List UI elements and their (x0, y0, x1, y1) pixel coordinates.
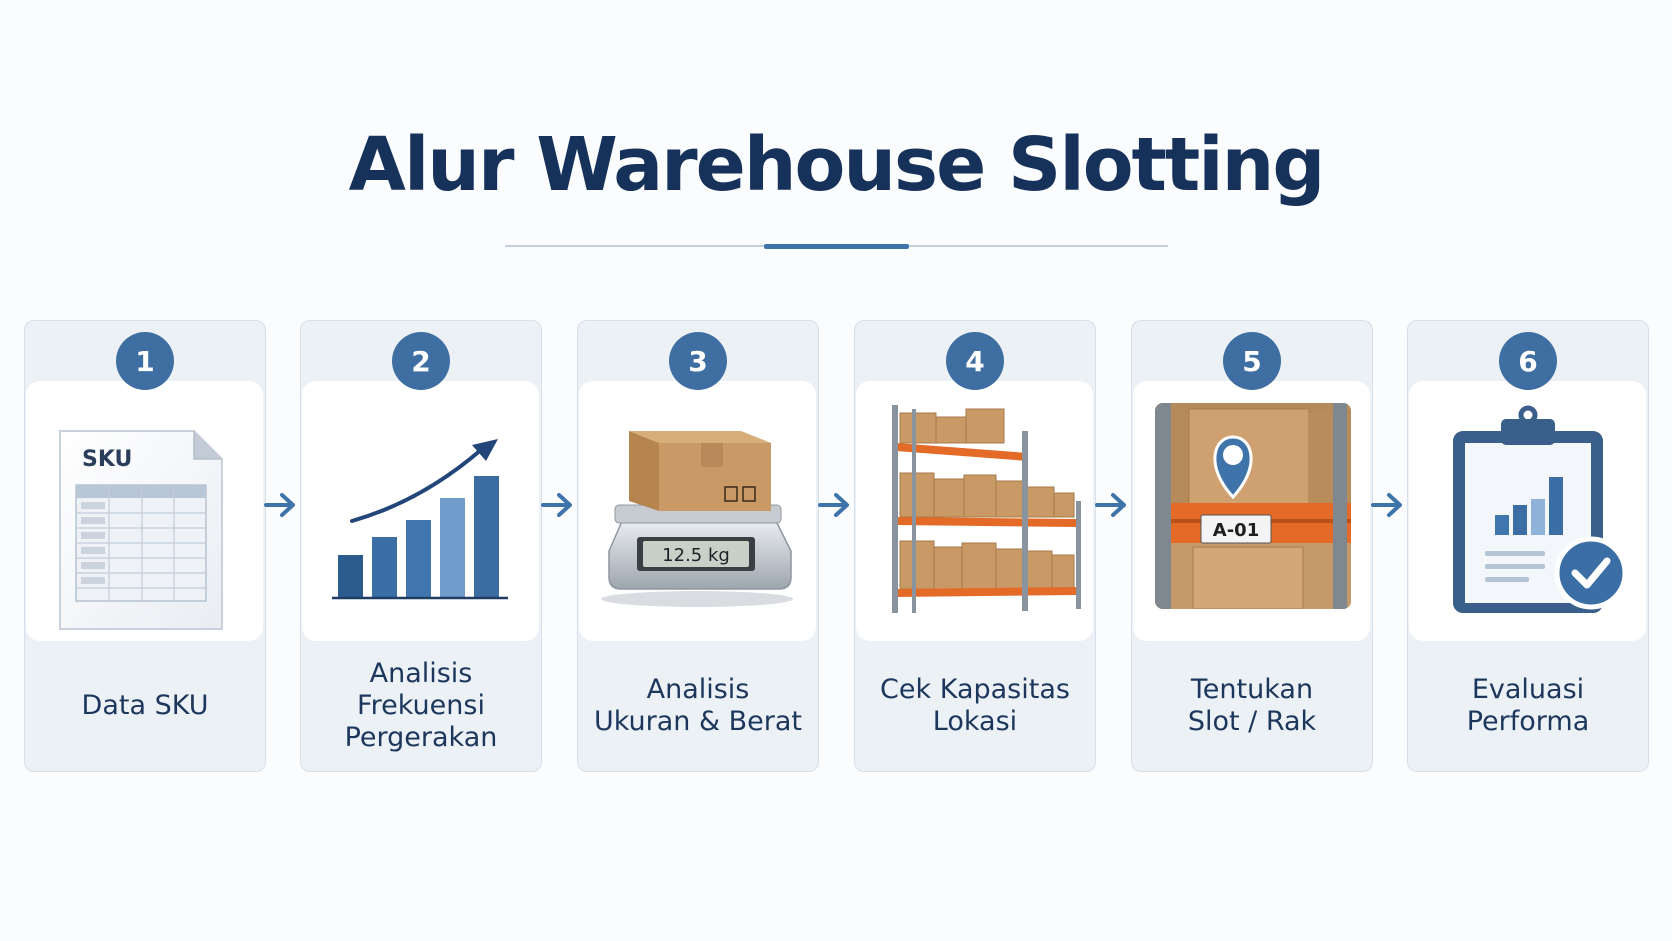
step-2-card: 2 Analisis Frekuensi Pergerakan (300, 320, 542, 772)
step-4-number-badge: 4 (946, 332, 1004, 390)
step-6-card: 6 Evaluasi Performa (1407, 320, 1649, 772)
step-4-label: Cek Kapasitas Lokasi (880, 674, 1070, 737)
step-5-number-badge: 5 (1223, 332, 1281, 390)
box-on-scale-icon: 12.5 kg (601, 431, 793, 607)
step-2-label: Analisis Frekuensi Pergerakan (344, 658, 498, 753)
step-1-label: Data SKU (81, 690, 209, 721)
growth-bar-chart-icon (332, 439, 508, 600)
step-6-label: Evaluasi Performa (1466, 674, 1590, 737)
step-3-number-badge: 3 (669, 332, 727, 390)
rack-slot-location-icon: A-01 (1155, 403, 1351, 609)
arrow-right-icon (1371, 493, 1402, 517)
step-4-card: 4 Cek Kapasitas Lokasi (854, 320, 1096, 772)
step-6-number-badge: 6 (1499, 332, 1557, 390)
clipboard-check-icon (1453, 405, 1628, 613)
arrow-right-icon (818, 493, 849, 517)
step-1-card: 1 SKU Data SKU (24, 320, 266, 772)
sku-icon-text: SKU (82, 447, 132, 472)
diagram-title: Alur Warehouse Slotting (348, 122, 1326, 208)
step-5-card: 5 A-01 Tentukan Slot / Rak (1131, 320, 1373, 772)
step-3-card: 3 12.5 kg Analisis Ukuran & Berat (577, 320, 819, 772)
arrow-right-icon (264, 493, 295, 517)
arrow-right-icon (541, 493, 572, 517)
step-1-number-badge: 1 (116, 332, 174, 390)
step-2-number-badge: 2 (392, 332, 450, 390)
arrow-right-icon (1095, 493, 1126, 517)
slot-label-text: A-01 (1213, 520, 1259, 541)
step-5-label: Tentukan Slot / Rak (1187, 674, 1317, 737)
scale-readout-text: 12.5 kg (662, 545, 730, 566)
sku-spreadsheet-icon: SKU (59, 430, 223, 630)
step-3-label: Analisis Ukuran & Berat (593, 674, 803, 737)
warehouse-rack-icon (892, 405, 1081, 613)
title-divider-accent (764, 244, 909, 249)
